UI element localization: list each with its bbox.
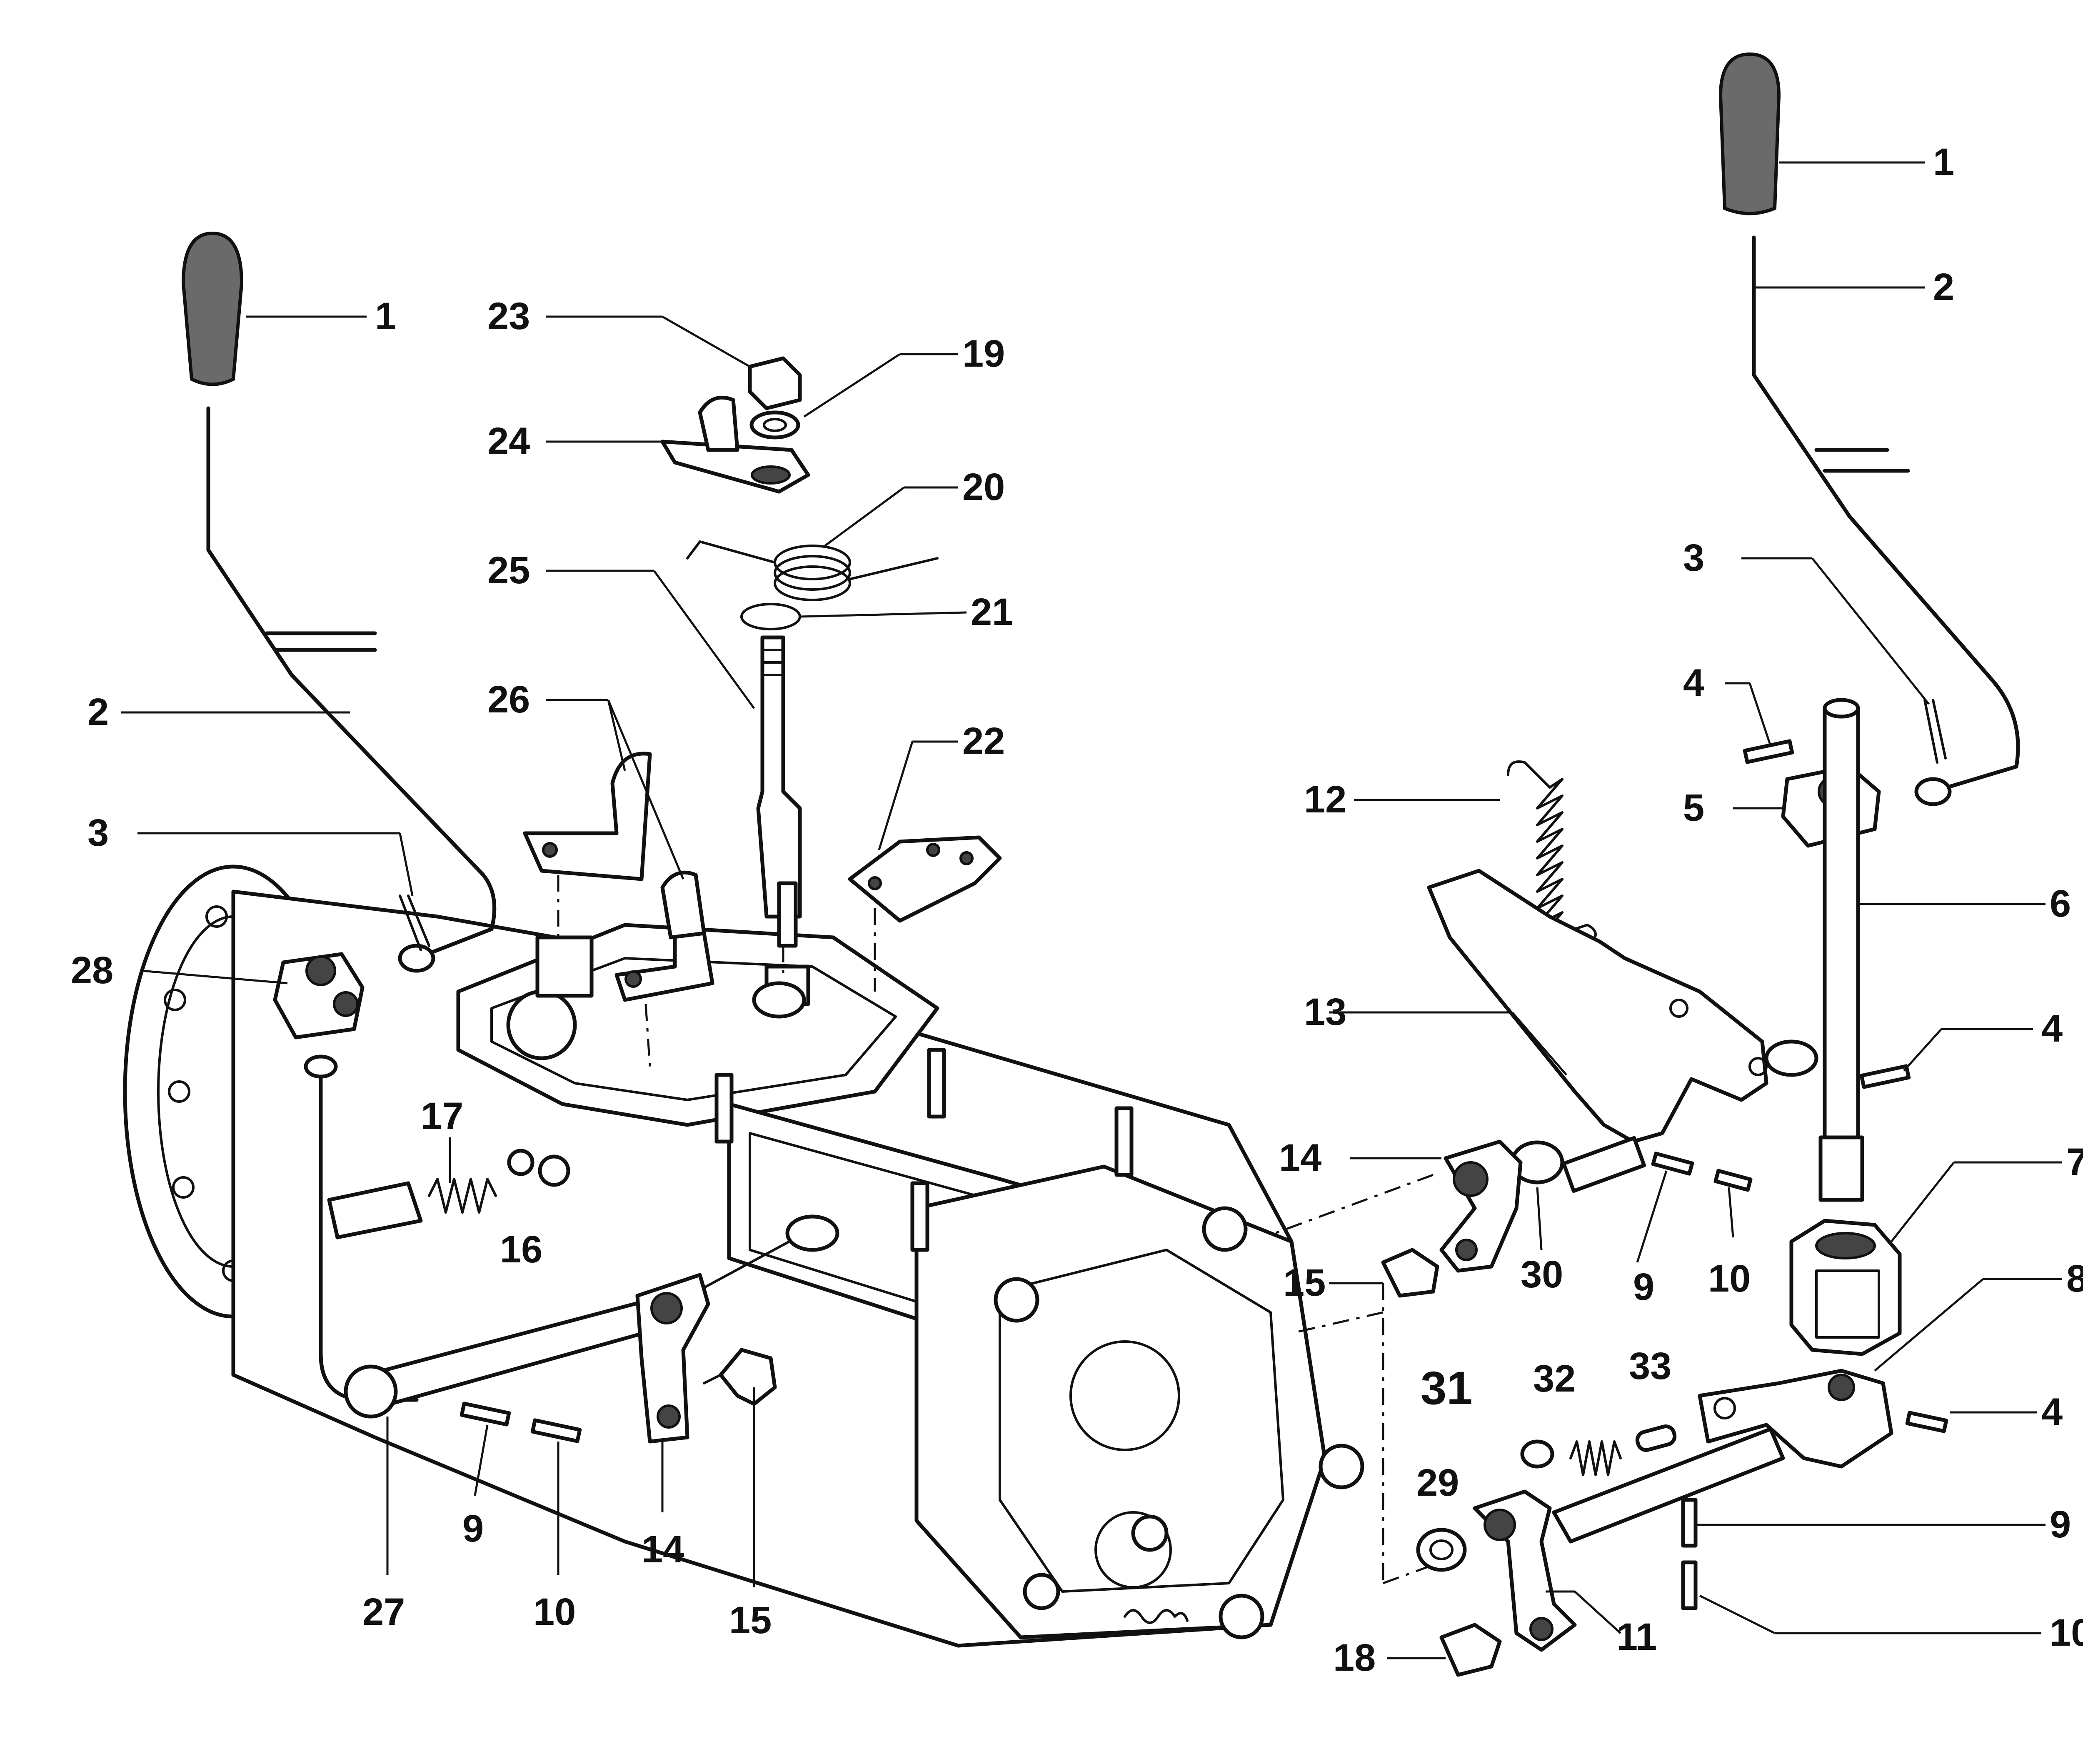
- label-right-29: 29: [1416, 1462, 1459, 1504]
- right-roll-pin-upper: [1743, 739, 1794, 764]
- left-detent-spring: [428, 1178, 497, 1214]
- label-left-1: 1: [375, 295, 396, 337]
- label-right-10: 10: [2050, 1612, 2083, 1654]
- label-left-17: 17: [421, 1095, 463, 1137]
- center-lock-nut: [748, 356, 802, 410]
- label-left-14: 14: [642, 1528, 684, 1571]
- label-center-24: 24: [487, 420, 530, 462]
- right-vertical-shaft: [1823, 706, 1860, 1198]
- label-right-32: 32: [1533, 1357, 1576, 1400]
- label-left-2: 2: [87, 691, 109, 733]
- left-bolt: [719, 1348, 777, 1406]
- label-right-30: 30: [1521, 1253, 1563, 1296]
- label-right-3: 3: [1683, 537, 1704, 579]
- label-center-22: 22: [962, 720, 1005, 762]
- label-center-19: 19: [962, 332, 1005, 375]
- right-roll-pin-9b: [1651, 1152, 1694, 1176]
- label-right-9: 9: [2050, 1503, 2071, 1546]
- pedal-arm-plate: [1427, 869, 1768, 1144]
- label-right-8: 8: [2066, 1257, 2083, 1300]
- label-left-16: 16: [500, 1228, 542, 1271]
- label-right-18: 18: [1333, 1637, 1376, 1679]
- left-cotter-pin: [399, 894, 430, 951]
- label-right-7: 7: [2066, 1141, 2083, 1183]
- label-right-11: 11: [1616, 1616, 1657, 1658]
- label-right-31: 31: [1421, 1362, 1473, 1414]
- center-circlip: [740, 603, 801, 630]
- label-right-5: 5: [1683, 787, 1704, 829]
- right-ring-31: [1520, 1439, 1554, 1469]
- label-left-15: 15: [729, 1599, 772, 1642]
- label-right-4b: 4: [2041, 1007, 2063, 1050]
- label-left-9: 9: [462, 1507, 484, 1550]
- label-right-33: 33: [1629, 1345, 1671, 1387]
- label-right-12: 12: [1304, 778, 1346, 821]
- label-right-10b: 10: [1708, 1257, 1751, 1300]
- left-lever-assembly: [181, 231, 839, 1444]
- label-right-14: 14: [1279, 1137, 1321, 1179]
- label-center-20: 20: [962, 466, 1005, 508]
- label-center-26: 26: [487, 678, 530, 721]
- label-right-15: 15: [1283, 1262, 1326, 1304]
- label-left-10: 10: [533, 1591, 576, 1633]
- label-left-28: 28: [71, 949, 113, 992]
- right-cotter-pin: [1923, 699, 1947, 764]
- label-left-27: 27: [362, 1591, 405, 1633]
- center-bracket-a: [523, 752, 652, 881]
- alignment-lines: [557, 875, 1434, 1584]
- right-lever-rod: [1752, 235, 2020, 794]
- right-shift-lever-14: [1439, 1139, 1523, 1273]
- label-right-2: 2: [1933, 266, 1954, 308]
- right-roll-pin-10: [1681, 1560, 1698, 1610]
- right-washer-29: [1416, 1528, 1467, 1572]
- left-detent-ball: [507, 1149, 534, 1176]
- artist-signature: [1124, 1609, 1189, 1624]
- right-spring-32: [1569, 1440, 1622, 1476]
- left-gear-knob: [181, 231, 244, 386]
- center-shaft-stack: [523, 356, 1002, 1019]
- label-right-1: 1: [1933, 141, 1954, 183]
- right-bolt-15: [1381, 1248, 1439, 1298]
- right-roll-pin-middle: [1859, 1064, 1911, 1089]
- left-roll-pin-10: [530, 1418, 582, 1443]
- center-washer: [749, 410, 800, 440]
- right-yoke: [1789, 1219, 1902, 1356]
- left-pivot-block: [273, 952, 365, 1039]
- right-roll-pin-10b: [1713, 1169, 1753, 1192]
- label-center-25: 25: [487, 549, 530, 592]
- label-right-6: 6: [2050, 882, 2071, 925]
- center-shift-shaft: [756, 635, 802, 919]
- right-roll-pin-9: [1681, 1498, 1698, 1548]
- gearbox-housing: [123, 865, 1364, 1648]
- right-gear-knob: [1718, 52, 1781, 215]
- center-torsion-spring: [686, 540, 939, 601]
- right-bolt-18: [1439, 1623, 1502, 1677]
- label-right-9b: 9: [1633, 1266, 1654, 1308]
- return-spring: [1507, 760, 1597, 947]
- label-right-4a: 4: [1683, 662, 1704, 704]
- right-roll-pin-lower: [1905, 1411, 1948, 1433]
- label-right-4c: 4: [2041, 1391, 2063, 1433]
- right-lever-assembly: [1381, 52, 2020, 1677]
- label-center-21: 21: [971, 591, 1013, 633]
- part-labels-left: 1 2 3 28 17 16 9 10 14 15 27: [71, 295, 772, 1642]
- part-labels-center: 23 19 24 20 25 21 26 22: [487, 295, 1013, 762]
- label-right-13: 13: [1304, 991, 1346, 1033]
- right-pin-33: [1635, 1424, 1677, 1452]
- right-horizontal-rod: [1552, 1427, 1785, 1544]
- part-labels-right: 1 2 3 4 5 6 4 7 8 4 9 10 12 13 14 30 9 1…: [1279, 141, 2083, 1679]
- label-left-3: 3: [87, 812, 109, 854]
- leader-lines: [121, 161, 2062, 1659]
- label-center-23: 23: [487, 295, 530, 337]
- left-roll-pin-9: [460, 1402, 511, 1427]
